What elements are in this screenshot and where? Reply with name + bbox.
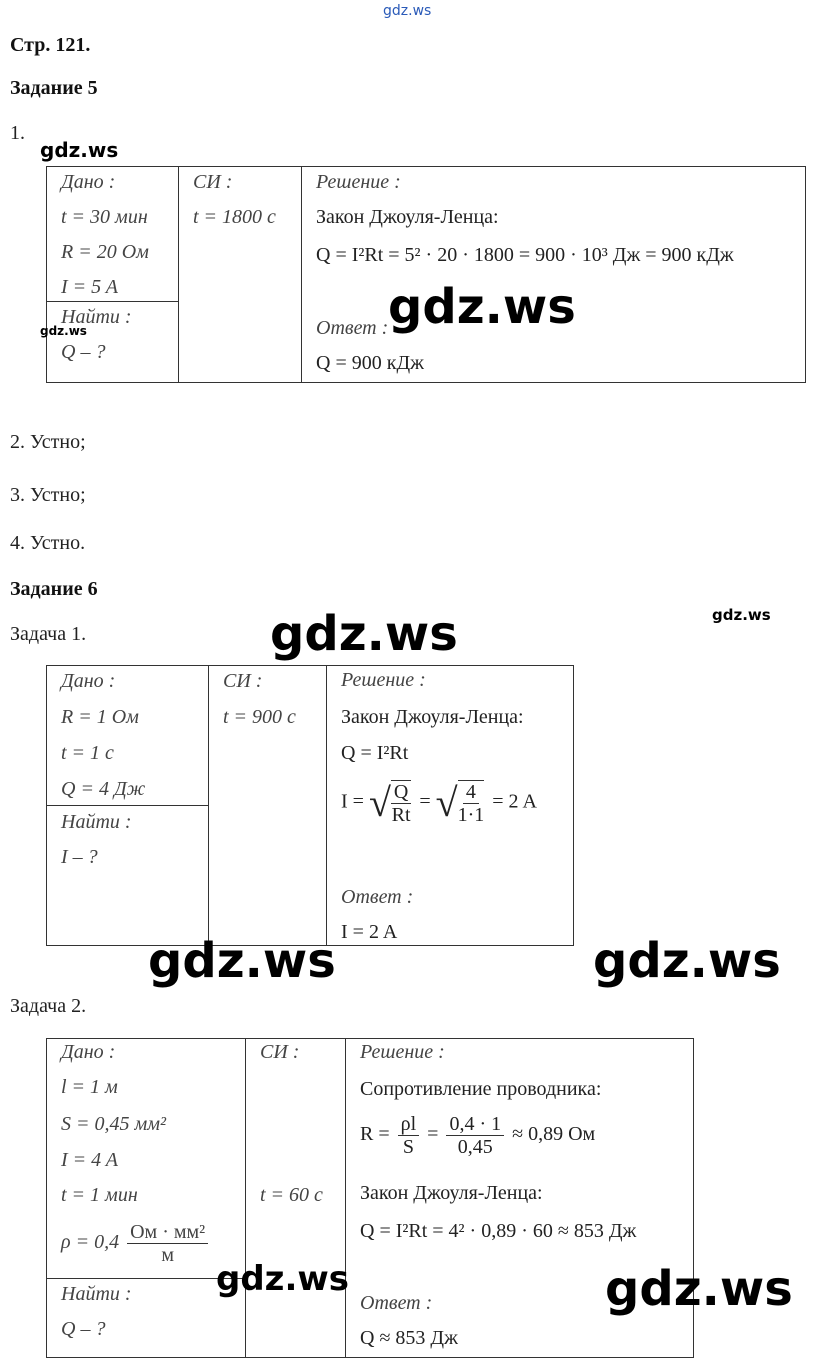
watermark: gdz.ws xyxy=(40,324,87,338)
find-label: Найти : xyxy=(61,306,132,328)
si-label: СИ : xyxy=(260,1041,300,1063)
si-label: СИ : xyxy=(193,171,233,193)
answer-label: Ответ : xyxy=(360,1292,433,1314)
given-value: I = 5 A xyxy=(61,276,119,298)
page-number: Стр. 121. xyxy=(10,34,91,56)
given-label: Дано : xyxy=(61,1041,116,1063)
formula: Q = I²Rt = 4² · 0,89 · 60 ≈ 853 Дж xyxy=(360,1220,637,1242)
numerator: ρl xyxy=(397,1113,420,1136)
watermark: gdz.ws xyxy=(148,933,336,989)
watermark: gdz.ws xyxy=(712,606,771,624)
given-value: t = 1 мин xyxy=(61,1184,138,1206)
divider xyxy=(245,1038,246,1357)
given-value: R = 20 Ом xyxy=(61,241,149,263)
denominator: 0,45 xyxy=(457,1136,493,1158)
si-label: СИ : xyxy=(223,670,263,692)
divider xyxy=(326,665,327,945)
law-title: Закон Джоуля-Ленца: xyxy=(316,206,499,228)
task-heading: Задание 6 xyxy=(10,578,98,600)
formula-part: ≈ 0,89 Ом xyxy=(512,1123,596,1146)
find-label: Найти : xyxy=(61,811,132,833)
answer-label: Ответ : xyxy=(316,317,389,339)
item-number: 1. xyxy=(10,122,25,144)
numerator: Ом · мм² xyxy=(127,1221,209,1244)
task-table xyxy=(46,1038,694,1358)
solution-label: Решение : xyxy=(360,1041,445,1063)
given-label: Дано : xyxy=(61,670,116,692)
divider xyxy=(46,1278,245,1279)
watermark: gdz.ws xyxy=(605,1261,793,1317)
numerator: 0,4 · 1 xyxy=(446,1113,505,1136)
answer-label: Ответ : xyxy=(341,886,414,908)
task-table xyxy=(46,166,806,383)
formula-part: I = xyxy=(341,790,364,813)
numerator: Q xyxy=(390,781,412,804)
given-value: Q = 4 Дж xyxy=(61,778,146,800)
denominator: S xyxy=(402,1136,414,1158)
formula-part: ρ = 0,4 xyxy=(61,1231,120,1254)
find-value: Q – ? xyxy=(61,341,106,363)
task-heading: Задание 5 xyxy=(10,77,98,99)
divider xyxy=(178,166,179,382)
denominator: Rt xyxy=(391,804,411,826)
watermark: gdz.ws xyxy=(40,138,119,162)
given-label: Дано : xyxy=(61,171,116,193)
find-value: I – ? xyxy=(61,846,98,868)
watermark: gdz.ws xyxy=(270,606,458,662)
numerator: 4 xyxy=(462,781,479,804)
solution-label: Решение : xyxy=(341,669,426,691)
solution-label: Решение : xyxy=(316,171,401,193)
formula: Q = I²Rt = 5² · 20 · 1800 = 900 · 10³ Дж… xyxy=(316,244,734,266)
formula-part: R = xyxy=(360,1123,390,1146)
answer: Q = 900 кДж xyxy=(316,352,424,374)
si-value: t = 1800 с xyxy=(193,206,276,228)
formula: Q = I²Rt xyxy=(341,742,409,764)
given-value: t = 30 мин xyxy=(61,206,148,228)
law-title: Закон Джоуля-Ленца: xyxy=(341,706,524,728)
watermark: gdz.ws xyxy=(383,3,432,19)
formula-part: = 2 A xyxy=(492,790,537,813)
divider xyxy=(208,665,209,945)
watermark: gdz.ws xyxy=(593,933,781,989)
divider xyxy=(301,166,302,382)
answer: I = 2 A xyxy=(341,921,398,943)
si-value: t = 900 с xyxy=(223,706,296,728)
watermark: gdz.ws xyxy=(216,1259,350,1299)
problem-title: Задача 1. xyxy=(10,623,87,645)
given-value: I = 4 A xyxy=(61,1149,119,1171)
watermark: gdz.ws xyxy=(388,279,576,335)
resistance-title: Сопротивление проводника: xyxy=(360,1078,602,1100)
si-value: t = 60 с xyxy=(260,1184,323,1206)
denominator: м xyxy=(161,1244,174,1266)
given-value: R = 1 Ом xyxy=(61,706,139,728)
problem-title: Задача 2. xyxy=(10,995,87,1017)
item: 3. Устно; xyxy=(10,484,86,506)
item: 2. Устно; xyxy=(10,431,86,453)
find-value: Q – ? xyxy=(61,1318,106,1340)
formula-part: = xyxy=(419,790,431,813)
divider xyxy=(345,1038,346,1357)
find-label: Найти : xyxy=(61,1283,132,1305)
given-value: t = 1 с xyxy=(61,742,114,764)
given-value: l = 1 м xyxy=(61,1076,118,1098)
denominator: 1·1 xyxy=(457,804,485,826)
divider xyxy=(46,805,208,806)
item: 4. Устно. xyxy=(10,532,86,554)
formula-part: = xyxy=(427,1123,439,1146)
given-value: S = 0,45 мм² xyxy=(61,1113,167,1135)
law-title: Закон Джоуля-Ленца: xyxy=(360,1182,543,1204)
divider xyxy=(46,301,178,302)
answer: Q ≈ 853 Дж xyxy=(360,1327,458,1349)
